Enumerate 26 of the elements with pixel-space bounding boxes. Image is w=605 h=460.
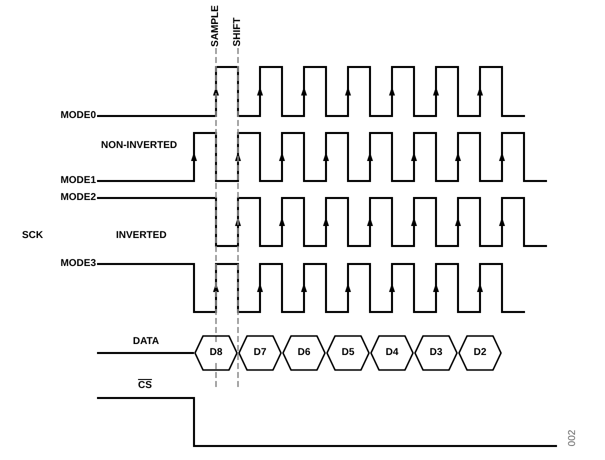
signal-label: DATA	[132, 337, 160, 347]
data-bit-hexagon	[414, 335, 458, 371]
signal-label: MODE3	[60, 259, 96, 269]
signal-label: MODE2	[60, 193, 96, 203]
group-label: INVERTED	[116, 231, 167, 241]
group-label: NON-INVERTED	[101, 141, 178, 151]
data-bit-label: D6	[296, 348, 312, 358]
signal-label: MODE0	[60, 111, 96, 121]
data-bit-hexagon	[194, 335, 238, 371]
signal-label: MODE1	[60, 176, 96, 186]
data-bit-label: D7	[252, 348, 268, 358]
timing-marker-label: SAMPLE	[211, 5, 221, 47]
data-bit-label: D8	[208, 348, 224, 358]
data-bit-hexagon	[282, 335, 326, 371]
signal-label: CS	[138, 381, 152, 391]
data-bit-label: D5	[340, 348, 356, 358]
data-bit-hexagon	[238, 335, 282, 371]
data-bit-label: D2	[472, 348, 488, 358]
data-bit-hexagon	[370, 335, 414, 371]
data-bit-label: D4	[384, 348, 400, 358]
signal-label: SCK	[22, 231, 44, 241]
data-bit-label: D3	[428, 348, 444, 358]
timing-marker-label: SHIFT	[233, 18, 243, 46]
data-bit-hexagon	[458, 335, 502, 371]
figure-number: 002	[568, 430, 578, 446]
data-bit-hexagon	[326, 335, 370, 371]
